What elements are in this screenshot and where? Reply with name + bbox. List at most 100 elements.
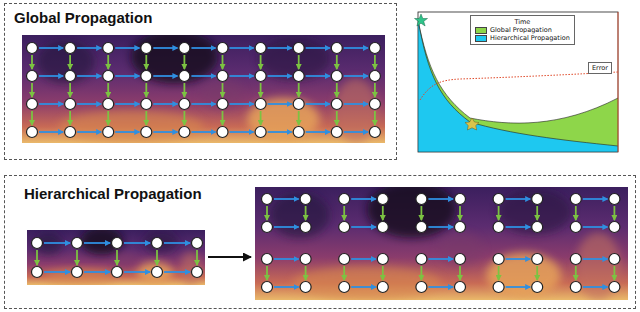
- depth-blob: [576, 232, 621, 300]
- propagation-arrow: [374, 111, 376, 125]
- propagation-arrow: [69, 55, 71, 69]
- propagation-arrow: [230, 47, 254, 49]
- propagation-arrow: [230, 103, 254, 105]
- propagation-arrow: [268, 131, 292, 133]
- error-curve: [420, 72, 618, 100]
- pixel-node: [493, 254, 504, 265]
- pixel-node: [141, 99, 152, 110]
- pixel-node: [141, 43, 152, 54]
- min-star: [415, 14, 428, 26]
- propagation-arrow: [76, 250, 78, 265]
- propagation-arrow: [191, 47, 215, 49]
- propagation-arrow: [298, 83, 300, 97]
- propagation-arrow: [230, 131, 254, 133]
- pixel-node: [27, 127, 38, 138]
- propagation-arrow: [306, 131, 330, 133]
- propagation-arrow: [196, 250, 198, 265]
- pixel-node: [179, 127, 190, 138]
- propagation-arrow: [298, 111, 300, 125]
- pixel-node: [112, 238, 123, 249]
- propagation-arrow: [44, 271, 70, 273]
- legend-swatch: [475, 27, 487, 34]
- propagation-arrow: [39, 75, 63, 77]
- pixel-node: [103, 71, 114, 82]
- propagation-arrow: [153, 75, 177, 77]
- pixel-node: [369, 71, 380, 82]
- depth-blob: [497, 189, 572, 234]
- pixel-node: [455, 254, 466, 265]
- depth-blob: [367, 187, 457, 238]
- propagation-arrow: [614, 266, 616, 280]
- pixel-node: [72, 238, 83, 249]
- propagation-arrow: [77, 131, 101, 133]
- pixel-node: [532, 194, 543, 205]
- propagation-arrow: [260, 55, 262, 69]
- propagation-arrow: [77, 103, 101, 105]
- pixel-node: [416, 254, 427, 265]
- pixel-node: [377, 194, 388, 205]
- propagation-arrow: [498, 206, 500, 220]
- pixel-node: [609, 254, 620, 265]
- legend-title: Time: [475, 18, 570, 26]
- depth-blob: [438, 232, 483, 266]
- dashed-panel: Global Propagation: [4, 3, 397, 160]
- depth-blob: [200, 78, 244, 110]
- propagation-arrow: [115, 103, 139, 105]
- pixel-node: [262, 254, 273, 265]
- pixel-node: [103, 43, 114, 54]
- propagation-arrow: [298, 55, 300, 69]
- pixel-node: [217, 127, 228, 138]
- pixel-node: [262, 222, 273, 233]
- pixel-node: [262, 282, 273, 293]
- pixel-node: [192, 267, 203, 278]
- propagation-arrow: [115, 47, 139, 49]
- pixel-node: [377, 282, 388, 293]
- min-marker: [465, 118, 479, 130]
- legend-text: Global Propagation: [490, 26, 552, 34]
- propagation-arrow: [583, 258, 608, 260]
- legend-swatch: [475, 35, 487, 42]
- propagation-arrow: [124, 271, 150, 273]
- pixel-node: [377, 222, 388, 233]
- propagation-arrow: [191, 131, 215, 133]
- propagation-arrow: [336, 83, 338, 97]
- propagation-arrow: [344, 103, 368, 105]
- pixel-node: [609, 222, 620, 233]
- pixel-node: [532, 254, 543, 265]
- pixel-node: [570, 282, 581, 293]
- pixel-node: [532, 222, 543, 233]
- propagation-arrow: [536, 206, 538, 220]
- label-box: Error: [588, 62, 612, 74]
- depth-map: [255, 187, 628, 300]
- propagation-arrow: [583, 198, 608, 200]
- propagation-arrow: [274, 226, 299, 228]
- propagation-arrow: [374, 55, 376, 69]
- pixel-node: [416, 194, 427, 205]
- pixel-node: [65, 99, 76, 110]
- pixel-node: [455, 194, 466, 205]
- propagation-arrow: [428, 198, 453, 200]
- propagation-arrow: [116, 250, 118, 265]
- right-axis: [618, 12, 619, 152]
- propagation-arrow: [268, 103, 292, 105]
- propagation-arrow: [506, 258, 531, 260]
- pixel-node: [570, 222, 581, 233]
- pixel-node: [331, 99, 342, 110]
- pixel-node: [339, 282, 350, 293]
- propagation-arrow: [428, 258, 453, 260]
- propagation-arrow: [145, 83, 147, 97]
- propagation-arrow: [183, 55, 185, 69]
- pixel-node: [255, 71, 266, 82]
- propagation-arrow: [268, 47, 292, 49]
- pixel-node: [65, 71, 76, 82]
- propagation-arrow: [583, 286, 608, 288]
- propagation-arrow: [145, 111, 147, 125]
- propagation-arrow: [575, 266, 577, 280]
- propagation-arrow: [77, 47, 101, 49]
- legend-entry: Hierarchical Propagation: [475, 34, 570, 42]
- propagation-arrow: [222, 83, 224, 97]
- pixel-node: [339, 222, 350, 233]
- propagation-arrow: [191, 103, 215, 105]
- propagation-arrow: [183, 111, 185, 125]
